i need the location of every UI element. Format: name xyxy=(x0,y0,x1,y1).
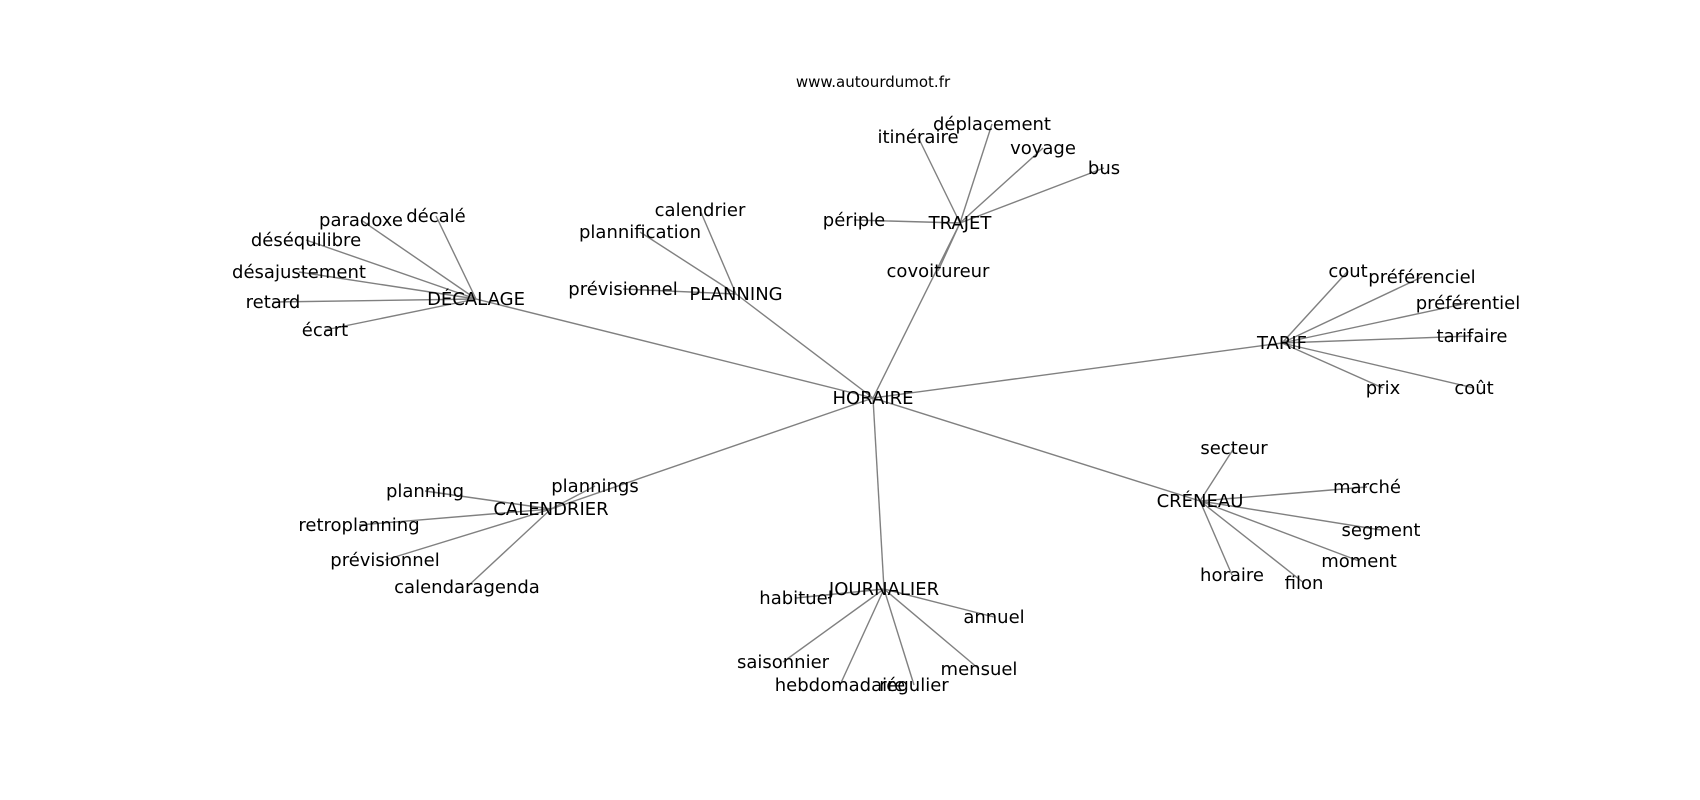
hub-node-label-planning: PLANNING xyxy=(689,284,782,305)
word-node-label-covoitureur: covoitureur xyxy=(887,261,991,282)
edge-journalier-regulier xyxy=(883,588,915,686)
word-node-label-prix: prix xyxy=(1366,378,1401,399)
edge-creneau-marche xyxy=(1199,486,1368,502)
edge-trajet-deplacement xyxy=(959,123,993,224)
word-node-label-plannification: plannification xyxy=(579,222,701,243)
word-node-label-cout: cout xyxy=(1328,261,1367,282)
edge-creneau-segment xyxy=(1199,500,1382,531)
edge-calendrier-previsionnel xyxy=(384,508,552,561)
word-node-label-decale: décalé xyxy=(406,206,466,227)
word-node-label-filon: filon xyxy=(1285,573,1324,594)
edge-decalage-paradoxe xyxy=(360,219,477,300)
edge-trajet-bus xyxy=(959,167,1105,224)
word-node-label-hebdomadaire: hebdomadaire xyxy=(775,675,905,696)
edge-tarif-preferenciel xyxy=(1281,276,1423,344)
word-node-label-planning: planning xyxy=(386,481,464,502)
edge-journalier-hebdomadaire xyxy=(839,588,885,686)
edge-tarif-cout xyxy=(1281,342,1475,389)
word-node-label-voyage: voyage xyxy=(1010,138,1076,159)
word-node-label-habituel: habituel xyxy=(759,588,832,609)
word-node-label-bus: bus xyxy=(1088,158,1120,179)
word-node-label-itineraire: itinéraire xyxy=(877,127,958,148)
word-node-label-preferentiel: préférentiel xyxy=(1416,293,1521,314)
edge-tarif-preferentiel xyxy=(1281,302,1469,344)
center-node-label: HORAIRE xyxy=(833,388,914,409)
edge-journalier-annuel xyxy=(883,588,995,618)
edge-planning-plannification xyxy=(639,231,737,295)
word-node-label-deplacement: déplacement xyxy=(933,114,1051,135)
edge-journalier-saisonnier xyxy=(782,588,885,663)
labels: www.autourdumot.fr HORAIRE TRAJET itinérai… xyxy=(232,73,1520,696)
edge-horaire-trajet xyxy=(872,222,961,399)
source-watermark: www.autourdumot.fr xyxy=(796,73,951,91)
word-node-label-retroplanning: retroplanning xyxy=(298,515,419,536)
edge-creneau-filon xyxy=(1199,500,1305,584)
hub-node-label-tarif: TARIF xyxy=(1256,333,1307,354)
edge-calendrier-planning xyxy=(424,490,552,510)
edge-planning-previsionnel xyxy=(622,288,737,295)
edge-calendrier-retroplanning xyxy=(358,508,552,526)
word-node-label-previsionnel: prévisionnel xyxy=(568,279,677,300)
edge-planning-calendrier xyxy=(699,209,737,295)
hub-node-label-calendrier: CALENDRIER xyxy=(493,499,608,520)
word-node-label-ecart: écart xyxy=(302,320,348,341)
word-node-label-marche: marché xyxy=(1333,477,1401,498)
word-node-label-annuel: annuel xyxy=(963,607,1024,628)
edge-journalier-habituel xyxy=(795,588,885,599)
word-node-label-tarifaire: tarifaire xyxy=(1437,326,1508,347)
edge-creneau-moment xyxy=(1199,500,1360,562)
edge-horaire-decalage xyxy=(475,298,874,399)
word-node-label-cout: coût xyxy=(1454,378,1493,399)
edge-decalage-decale xyxy=(435,215,477,300)
word-node-label-calendrier: calendrier xyxy=(655,200,746,221)
word-node-label-moment: moment xyxy=(1321,551,1397,572)
edge-calendrier-plannings xyxy=(550,485,596,510)
edge-tarif-prix xyxy=(1281,342,1384,389)
edge-tarif-tarifaire xyxy=(1281,335,1473,344)
word-node-label-periple: périple xyxy=(823,210,885,231)
hub-node-label-journalier: JOURNALIER xyxy=(828,579,939,600)
edge-tarif-cout xyxy=(1281,270,1349,344)
word-node-label-desajustement: désajustement xyxy=(232,262,366,283)
word-node-label-mensuel: mensuel xyxy=(941,659,1018,680)
word-node-label-plannings: plannings xyxy=(551,476,639,497)
edge-trajet-itineraire xyxy=(917,136,961,224)
word-node-label-previsionnel: prévisionnel xyxy=(330,550,439,571)
edge-calendrier-calendaragenda xyxy=(466,508,552,588)
edge-horaire-planning xyxy=(735,293,874,399)
word-node-label-calendaragenda: calendaragenda xyxy=(394,577,540,598)
word-node-label-retard: retard xyxy=(246,292,301,313)
word-node-label-secteur: secteur xyxy=(1200,438,1268,459)
edge-horaire-creneau xyxy=(872,397,1201,502)
edge-journalier-mensuel xyxy=(883,588,980,670)
edge-trajet-covoitureur xyxy=(937,222,961,272)
word-node-label-saisonnier: saisonnier xyxy=(737,652,830,673)
edge-creneau-secteur xyxy=(1199,447,1235,502)
edge-trajet-periple xyxy=(853,219,961,224)
edge-decalage-retard xyxy=(272,298,477,303)
edge-trajet-voyage xyxy=(959,147,1044,224)
hub-node-label-trajet: TRAJET xyxy=(928,213,993,234)
edge-horaire-journalier xyxy=(872,397,885,590)
word-node-label-segment: segment xyxy=(1342,520,1421,541)
edge-horaire-tarif xyxy=(872,342,1283,399)
edges xyxy=(272,123,1475,686)
edge-decalage-ecart xyxy=(324,298,477,331)
edge-decalage-desequilibre xyxy=(305,239,477,300)
word-node-label-regulier: régulier xyxy=(879,675,949,696)
hub-node-label-creneau: CRÉNEAU xyxy=(1157,490,1244,512)
edge-decalage-desajustement xyxy=(298,271,477,300)
word-node-label-desequilibre: déséquilibre xyxy=(251,230,361,251)
word-node-label-horaire: horaire xyxy=(1200,565,1264,586)
word-node-label-paradoxe: paradoxe xyxy=(319,210,403,231)
word-node-label-preferenciel: préférenciel xyxy=(1368,267,1475,288)
hub-node-label-decalage: DÉCALAGE xyxy=(427,288,525,310)
edge-creneau-horaire xyxy=(1199,500,1233,576)
edge-horaire-calendrier xyxy=(550,397,874,510)
